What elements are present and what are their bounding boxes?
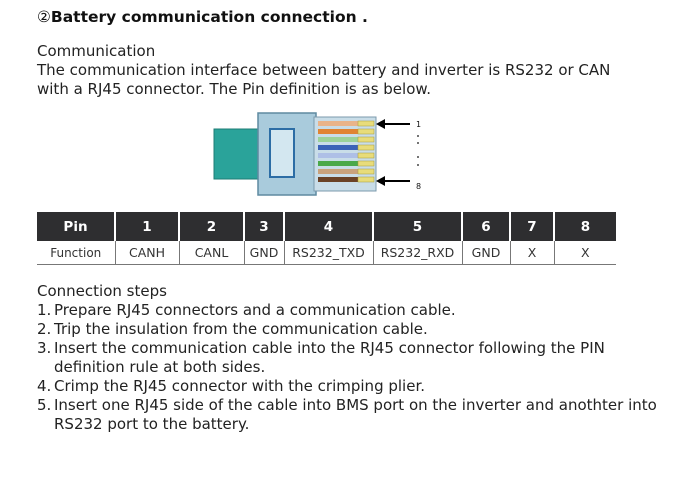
function-cell: X xyxy=(553,241,616,265)
pin1-label: 1 xyxy=(416,120,421,129)
section-number: ② xyxy=(37,8,51,26)
step-item: 1. Prepare RJ45 connectors and a communi… xyxy=(37,301,677,320)
pin-header-cell: 8 xyxy=(553,212,616,241)
gold-contacts xyxy=(357,120,375,183)
pin-dot xyxy=(417,156,419,158)
step-item: 4. Crimp the RJ45 connector with the cri… xyxy=(37,377,677,396)
pin-header-cell: 5 xyxy=(372,212,462,241)
pin-function-row: Function CANH CANL GND RS232_TXD RS232_R… xyxy=(37,241,616,265)
steps-title: Connection steps xyxy=(37,282,167,300)
communication-title: Communication xyxy=(37,42,156,60)
step-number: 4. xyxy=(37,377,52,395)
pin8-label: 8 xyxy=(416,182,421,191)
function-cell: CANH xyxy=(114,241,179,265)
function-cell: CANL xyxy=(178,241,244,265)
step-text: Crimp the RJ45 connector with the crimpi… xyxy=(54,377,426,395)
pin-dot xyxy=(417,164,419,166)
step-number: 2. xyxy=(37,320,52,338)
step-text: Prepare RJ45 connectors and a communicat… xyxy=(54,301,456,319)
pin-header-cell: 7 xyxy=(509,212,554,241)
pin-dot xyxy=(417,142,419,144)
pin-header-row: Pin 1 2 3 4 5 6 7 8 xyxy=(37,212,616,241)
step-text: Trip the insulation from the communicati… xyxy=(54,320,428,338)
section-heading-text: Battery communication connection . xyxy=(50,8,368,26)
pin-dot xyxy=(417,135,419,137)
rj45-connector-figure: 1 8 xyxy=(213,112,421,196)
pin-header-cell: 2 xyxy=(178,212,244,241)
pin-header-cell: 1 xyxy=(114,212,179,241)
plug-latch xyxy=(269,128,295,178)
pin-header-cell: Pin xyxy=(37,212,115,241)
connection-steps: Connection steps 1. Prepare RJ45 connect… xyxy=(37,282,677,434)
function-cell: Function xyxy=(37,241,115,265)
section-heading: ②Battery communication connection . xyxy=(37,8,368,26)
function-cell: RS232_RXD xyxy=(372,241,462,265)
intro-line: with a RJ45 connector. The Pin definitio… xyxy=(37,80,432,98)
wires xyxy=(318,121,358,182)
pin-header-cell: 4 xyxy=(283,212,373,241)
step-text: Insert the communication cable into the … xyxy=(54,339,605,376)
step-text: Insert one RJ45 side of the cable into B… xyxy=(54,396,657,433)
function-cell: GND xyxy=(243,241,284,265)
pin1-arrow xyxy=(376,119,410,129)
pin-header-cell: 6 xyxy=(461,212,510,241)
function-cell: GND xyxy=(461,241,510,265)
pin8-arrow xyxy=(376,176,410,186)
intro-line: The communication interface between batt… xyxy=(37,61,611,79)
cable-boot xyxy=(213,128,263,180)
function-cell: X xyxy=(509,241,554,265)
communication-intro: Communication The communication interfac… xyxy=(37,42,677,99)
step-number: 3. xyxy=(37,339,52,357)
step-number: 5. xyxy=(37,396,52,414)
function-cell: RS232_TXD xyxy=(283,241,373,265)
step-number: 1. xyxy=(37,301,52,319)
pin-header-cell: 3 xyxy=(243,212,284,241)
step-item: 2. Trip the insulation from the communic… xyxy=(37,320,677,339)
step-item: 3. Insert the communication cable into t… xyxy=(37,339,677,377)
step-item: 5. Insert one RJ45 side of the cable int… xyxy=(37,396,677,434)
pin-definition-table: Pin 1 2 3 4 5 6 7 8 Function CANH CANL G… xyxy=(37,212,616,265)
